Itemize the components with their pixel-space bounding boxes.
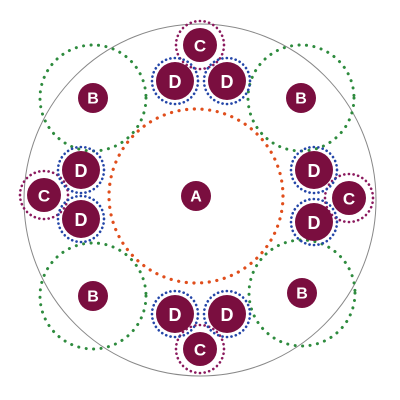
node-d-left-lower: D: [62, 200, 100, 238]
label-b-top-right: B: [295, 91, 307, 108]
node-b-bottom-right: B: [287, 278, 317, 308]
node-d-right-lower: D: [295, 203, 333, 241]
node-b-top-right: B: [286, 83, 316, 113]
label-c-right: C: [343, 190, 355, 209]
node-d-bottom-left: D: [156, 295, 194, 333]
node-d-top-left: D: [156, 62, 194, 100]
label-b-bottom-right: B: [296, 286, 308, 303]
ring-c-top: [174, 19, 226, 71]
label-d-right-upper: D: [308, 161, 321, 181]
label-c-bottom: C: [194, 341, 206, 360]
ring-c-bottom: [174, 323, 226, 375]
node-d-top-right: D: [208, 62, 246, 100]
node-c-left: C: [27, 178, 61, 212]
ring-c-left: [18, 169, 70, 221]
badge-b-bottom-right: [287, 278, 317, 308]
ring-b-bottom-right: [247, 238, 357, 348]
ring-c-right: [323, 172, 375, 224]
badge-b-top-left: [78, 83, 108, 113]
badge-c-bottom: [183, 332, 217, 366]
badge-c-top: [183, 28, 217, 62]
badge-d-left-lower: [62, 200, 100, 238]
badge-d-bottom-right: [208, 295, 246, 333]
label-b-bottom-left: B: [87, 289, 99, 306]
node-c-bottom: C: [183, 332, 217, 366]
badge-d-right-upper: [295, 151, 333, 189]
badge-b-bottom-left: [78, 281, 108, 311]
ring-a-center: [107, 107, 285, 285]
label-c-top: C: [194, 37, 206, 56]
label-b-top-left: B: [87, 91, 99, 108]
badge-d-left-upper: [62, 151, 100, 189]
node-d-right-upper: D: [295, 151, 333, 189]
dotted-rings-layer: [18, 19, 377, 377]
node-b-bottom-left: B: [78, 281, 108, 311]
ring-b-bottom-left: [38, 241, 148, 351]
label-d-bottom-right: D: [221, 305, 234, 325]
ring-d-right-upper: [289, 145, 339, 195]
label-d-top-right: D: [221, 72, 234, 92]
badge-d-top-left: [156, 62, 194, 100]
ring-d-bottom-right: [202, 289, 252, 339]
node-d-left-upper: D: [62, 151, 100, 189]
badge-c-right: [332, 181, 366, 215]
node-b-top-left: B: [78, 83, 108, 113]
node-c-right: C: [332, 181, 366, 215]
label-d-left-lower: D: [75, 210, 88, 230]
label-d-top-left: D: [169, 72, 182, 92]
badge-a-center: [181, 181, 211, 211]
ring-d-right-lower: [289, 197, 339, 247]
node-d-bottom-right: D: [208, 295, 246, 333]
ring-d-top-right: [202, 56, 252, 106]
badge-d-bottom-left: [156, 295, 194, 333]
ring-d-left-lower: [56, 194, 106, 244]
label-c-left: C: [38, 187, 50, 206]
ring-d-top-left: [150, 56, 200, 106]
ring-d-left-upper: [56, 145, 106, 195]
badge-d-top-right: [208, 62, 246, 100]
label-d-right-lower: D: [308, 213, 321, 233]
ring-d-bottom-left: [150, 289, 200, 339]
label-a-center: A: [190, 189, 202, 206]
badge-b-top-right: [286, 83, 316, 113]
label-d-left-upper: D: [75, 161, 88, 181]
node-c-top: C: [183, 28, 217, 62]
node-a-center: A: [181, 181, 211, 211]
label-d-bottom-left: D: [169, 305, 182, 325]
badge-d-right-lower: [295, 203, 333, 241]
outer-boundary-circle: [23, 23, 377, 377]
badge-c-left: [27, 178, 61, 212]
